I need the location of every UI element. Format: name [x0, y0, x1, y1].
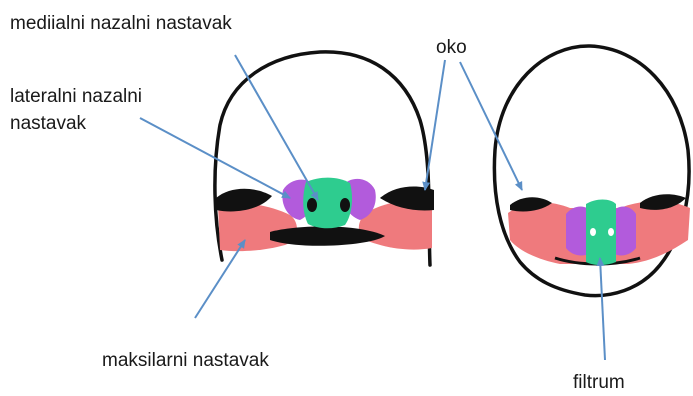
- label-philtrum: filtrum: [573, 369, 625, 396]
- arrow-eye-right: [460, 62, 522, 190]
- left-nostril-left: [307, 198, 317, 212]
- right-nostril-right: [608, 228, 614, 236]
- label-maxillary-process: maksilarni nastavak: [102, 347, 269, 374]
- arrow-medial-nasal: [235, 55, 318, 200]
- left-embryo-head: [215, 52, 434, 265]
- left-nostril-right: [340, 198, 350, 212]
- arrow-eye-left: [425, 60, 445, 190]
- label-eye: oko: [436, 34, 467, 61]
- label-medial-nasal-process: mediialni nazalni nastavak: [10, 10, 232, 37]
- right-embryo-head: [494, 46, 690, 296]
- label-lateral-nasal-process: lateralni nazalni nastavak: [10, 83, 142, 137]
- arrow-philtrum: [600, 258, 605, 360]
- right-nostril-left: [590, 228, 596, 236]
